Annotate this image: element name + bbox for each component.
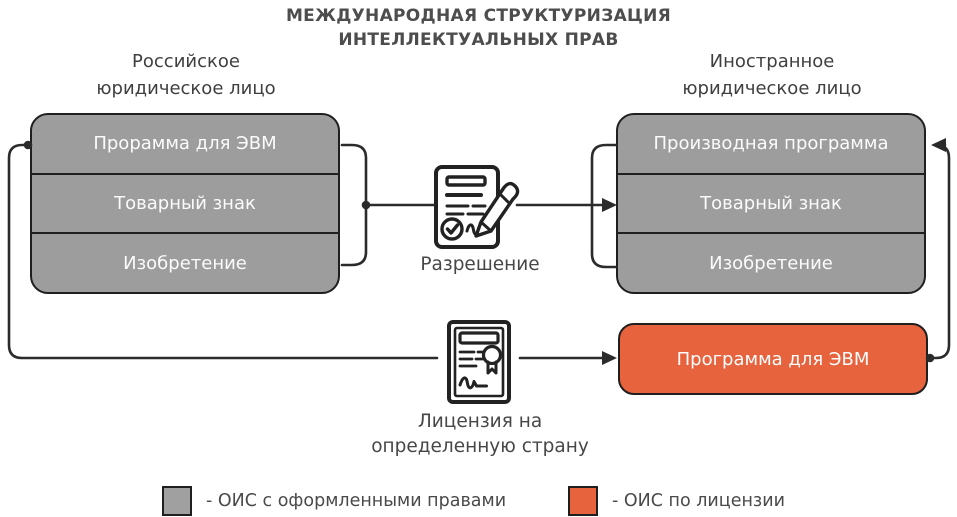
left-entity-stack: Прорамма для ЭВМ Товарный знак Изобретен… [30, 113, 340, 294]
left-stack-item-invention: Изобретение [32, 232, 338, 292]
legend-orange-swatch [568, 486, 598, 516]
licensed-program-box: Программа для ЭВМ [618, 323, 928, 395]
right-loop-connector [928, 143, 951, 360]
connector-dot-bracket [361, 200, 371, 210]
contract-with-pen-icon [434, 165, 520, 249]
right-entity-stack: Производная программа Товарный знак Изоб… [616, 113, 926, 294]
right-stack-bracket [590, 143, 618, 269]
right-stack-item-trademark: Товарный знак [618, 172, 924, 233]
left-stack-bracket [340, 143, 368, 267]
right-stack-item-derivative-program: Производная программа [653, 133, 889, 155]
left-stack-item-trademark: Товарный знак [32, 172, 338, 233]
permission-arrowhead [602, 198, 617, 212]
left-stack-item-program: Прорамма для ЭВМ [93, 133, 277, 155]
left-entity-header: Российское юридическое лицо [96, 51, 276, 99]
diagram-title: МЕЖДУНАРОДНАЯ СТРУКТУРИЗАЦИЯ ИНТЕЛЛЕКТУА… [285, 6, 672, 50]
right-stack-item-invention: Изобретение [618, 232, 924, 292]
right-loop-arrowhead [931, 138, 946, 152]
license-arrowhead [602, 351, 617, 365]
certificate-with-seal-icon [447, 320, 511, 404]
legend-gray-swatch [162, 486, 192, 516]
legend-orange-label: - ОИС по лицензии [612, 491, 785, 511]
right-entity-header: Иностранное юридическое лицо [682, 51, 862, 99]
legend-gray-label: - ОИС с оформленными правами [206, 491, 507, 511]
permission-label: Разрешение [420, 254, 540, 275]
licensed-program-label: Программа для ЭВМ [676, 348, 870, 370]
license-label: Лицензия на определенную страну [371, 411, 589, 457]
